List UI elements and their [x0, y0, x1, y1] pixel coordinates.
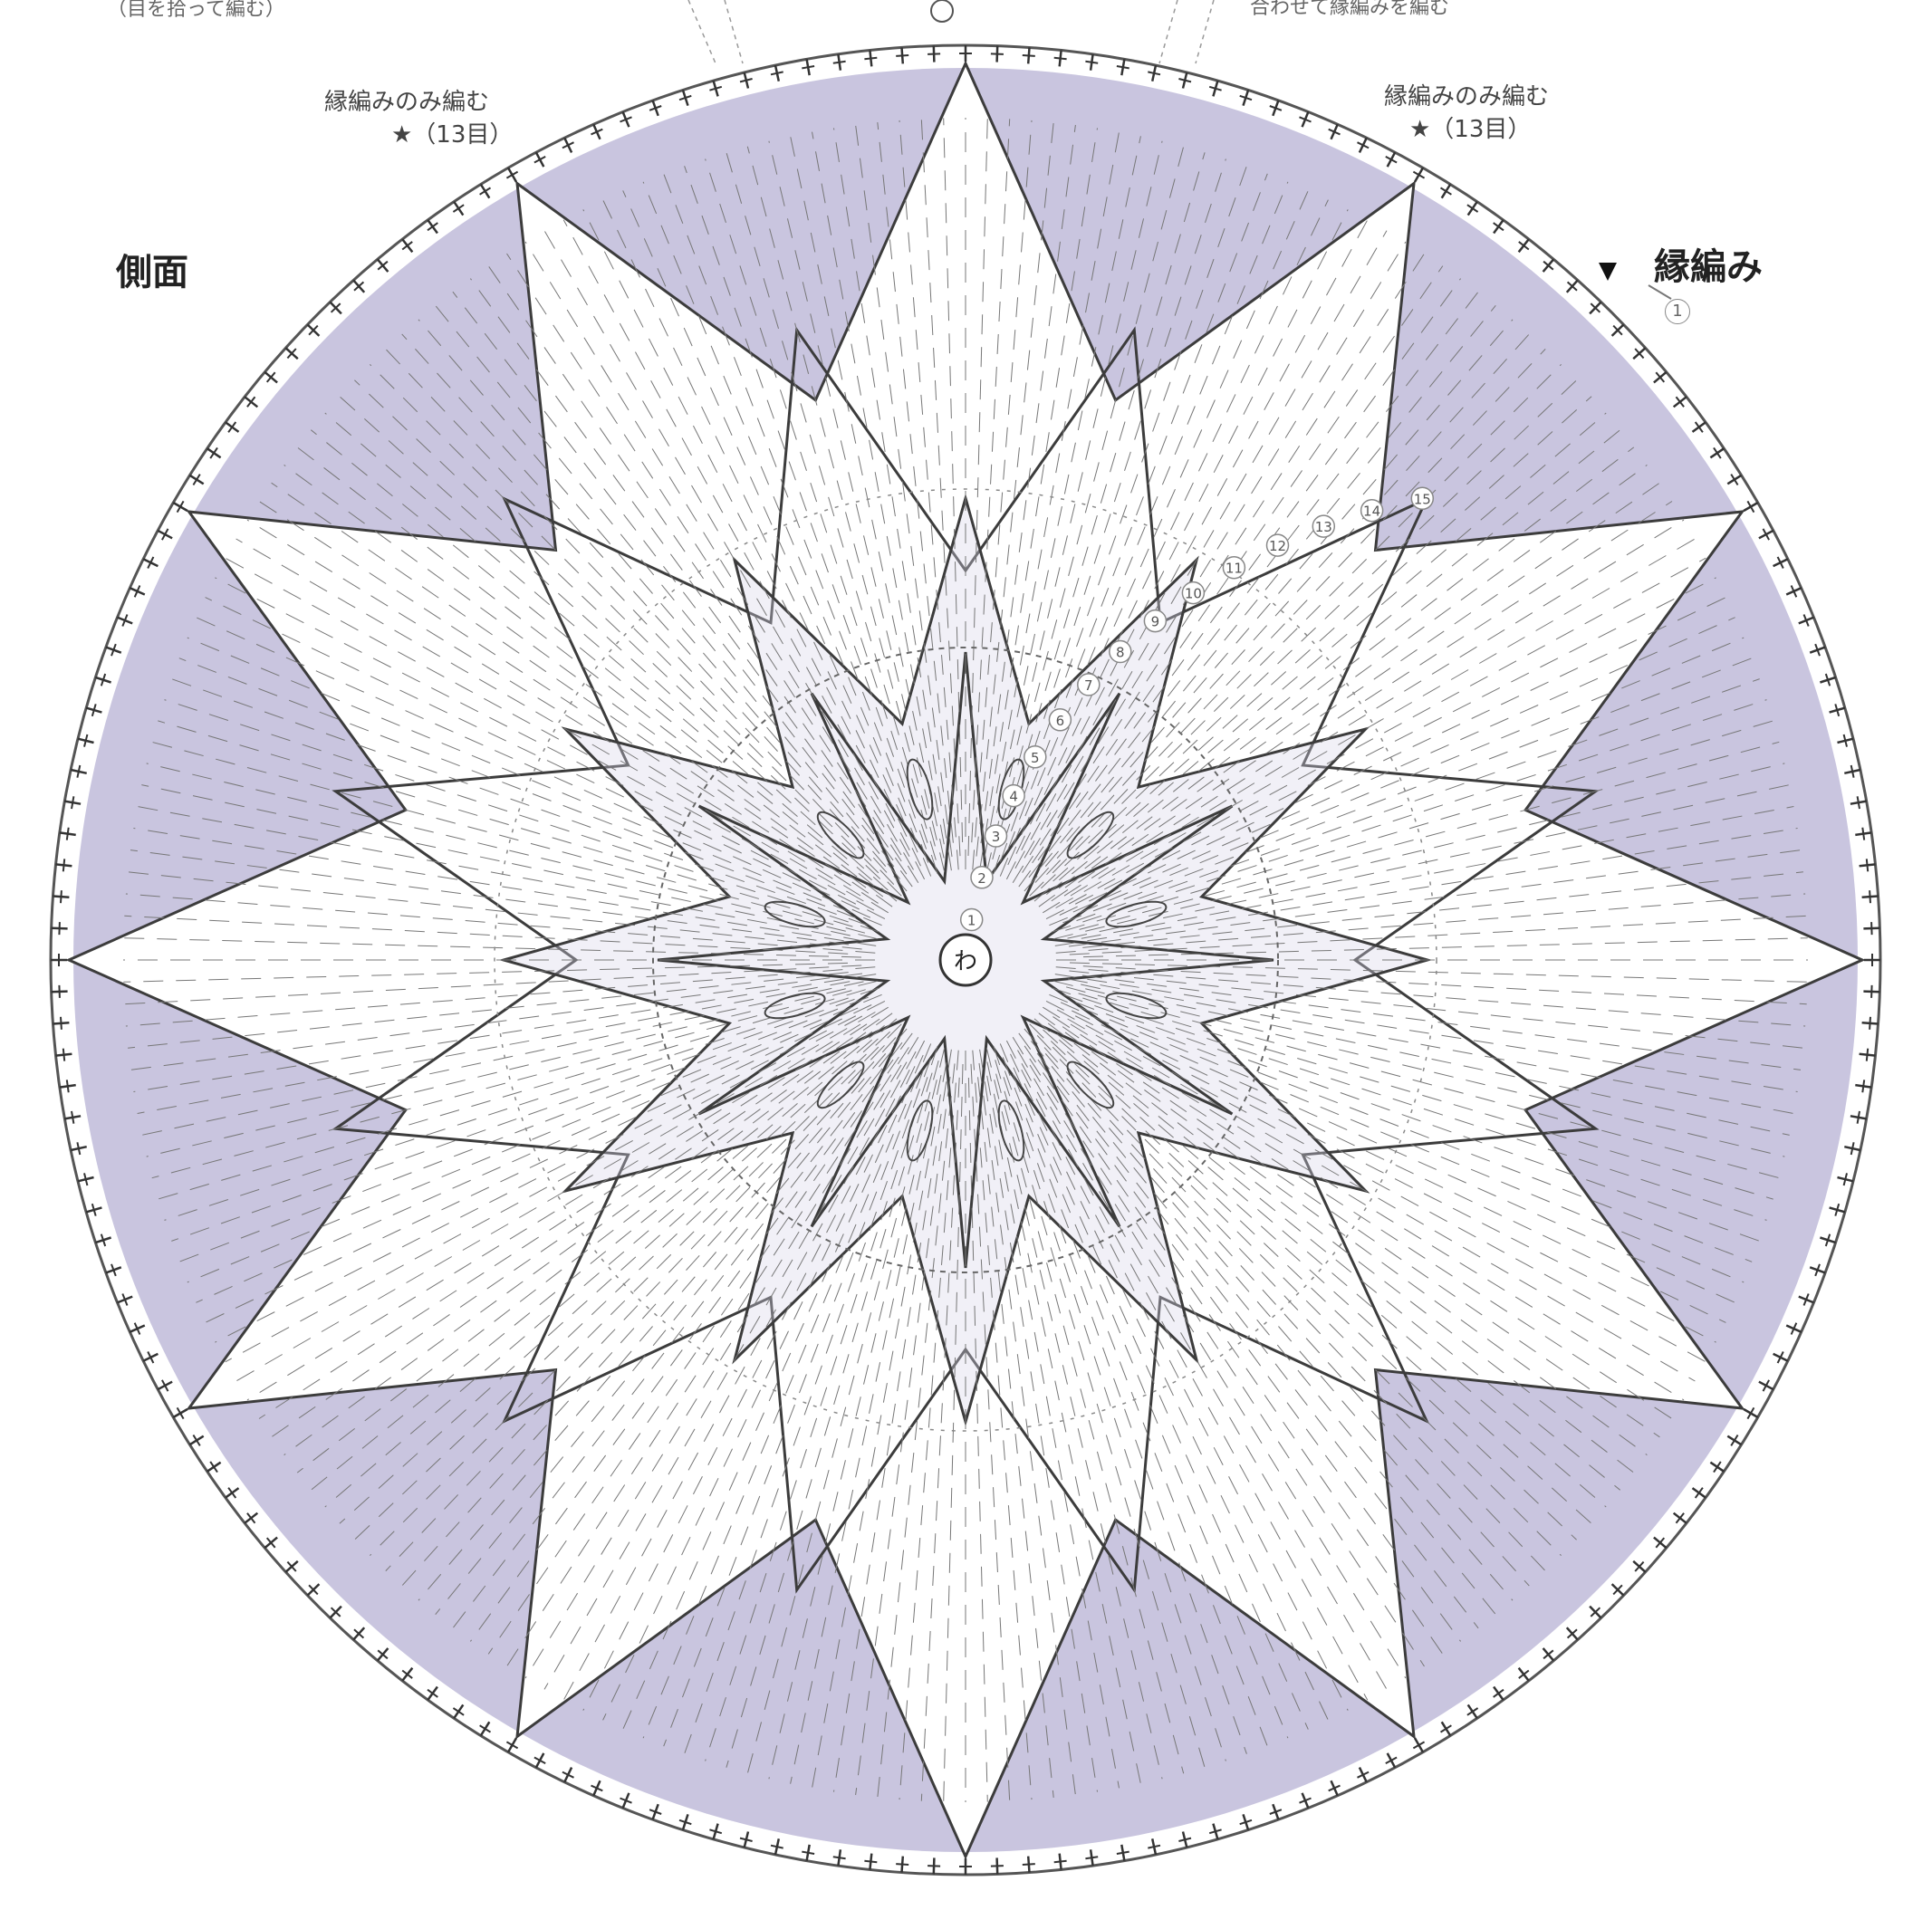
row-number-text: 5	[1031, 750, 1040, 766]
edge-stitch-bar	[771, 72, 783, 74]
edge-stitch-bar	[228, 422, 235, 432]
edge-stitch-bar	[833, 62, 846, 63]
edge-only-label-right: 縁編みのみ編む	[1384, 78, 1549, 111]
edge-stitch-bar	[928, 1866, 940, 1867]
row-number-text: 9	[1151, 614, 1160, 630]
edge-stitch-bar	[59, 922, 60, 935]
edge-stitch-bar	[480, 187, 491, 194]
start-marker-icon	[1599, 263, 1617, 281]
edge-stitch-bar	[1714, 1462, 1721, 1473]
edge-stitch-bar	[1148, 72, 1160, 74]
edge-stitch-bar	[72, 796, 73, 809]
row-number-text: 7	[1084, 677, 1093, 694]
edge-stitch-bar	[193, 475, 199, 485]
edge-stitch-bar	[63, 1049, 64, 1061]
edge-stitch-bar	[833, 1857, 846, 1858]
edge-only-label-left: 縁編みのみ編む	[324, 83, 489, 117]
edge-stitch-bar	[802, 66, 814, 68]
row-number-text: 15	[1414, 491, 1431, 507]
edge-stitch-bar	[1731, 475, 1737, 485]
edging-row-number: 1	[1665, 299, 1690, 324]
edge-stitch-bar	[67, 828, 69, 840]
edge-stitch-bar	[1862, 828, 1864, 840]
edge-stitch-bar	[210, 447, 217, 458]
row-number-text: 10	[1185, 586, 1202, 602]
row-number-text: 3	[992, 829, 1001, 845]
edge-stitch-bar	[1441, 187, 1452, 194]
edge-stitch-bar	[1871, 922, 1872, 935]
edge-stitch-bar	[1117, 1852, 1129, 1854]
edge-stitch-bar	[453, 205, 464, 212]
edge-stitch-bar	[1441, 1725, 1452, 1732]
edge-stitch-bar	[67, 1080, 69, 1092]
edge-stitch-bar	[453, 1708, 464, 1715]
edge-stitch-bar	[1023, 1864, 1035, 1865]
edge-stitch-bar	[896, 1864, 908, 1865]
edge-stitch-bar	[928, 53, 940, 54]
row-number-text: 14	[1363, 504, 1380, 520]
edge-stitch-bar	[1085, 62, 1098, 63]
edge-stitch-bar	[896, 55, 908, 56]
edge-stitch-bar	[1117, 66, 1129, 68]
edge-stitch-bar	[1696, 1488, 1703, 1498]
magic-ring-label: わ	[954, 948, 977, 975]
edge-stitch-bar	[480, 1725, 491, 1732]
edge-stitch-bar	[1867, 859, 1868, 871]
edge-stitch-bar	[1867, 1049, 1868, 1061]
row-number-text: 12	[1269, 538, 1286, 554]
stitch-count-right: ★（13目）	[1409, 110, 1531, 144]
row-number-text: 8	[1116, 645, 1125, 661]
side-section-title: 側面	[116, 243, 188, 295]
edge-stitch-bar	[991, 1866, 1004, 1867]
edge-stitch-bar	[1023, 55, 1035, 56]
edge-stitch-bar	[1085, 1857, 1098, 1858]
top-right-note: 合わせて縁編みを編む	[1250, 0, 1449, 20]
edging-section-title: 縁編み	[1654, 237, 1763, 290]
edge-stitch-bar	[77, 1142, 80, 1155]
edge-stitch-bar	[1148, 1846, 1160, 1848]
edge-stitch-bar	[1858, 796, 1860, 809]
edge-stitch-bar	[61, 1017, 62, 1030]
edge-stitch-bar	[63, 859, 64, 871]
edge-stitch-bar	[1851, 1142, 1854, 1155]
edge-stitch-bar	[428, 223, 437, 230]
row-number-text: 11	[1226, 561, 1243, 577]
edge-stitch-bar	[1862, 1080, 1864, 1092]
edge-stitch-bar	[59, 985, 60, 998]
row-number-text: 6	[1056, 713, 1065, 729]
row-number-text: 1	[967, 913, 976, 929]
edge-stitch-bar	[771, 1846, 783, 1848]
edge-stitch-bar	[1858, 1111, 1860, 1124]
edge-stitch-bar	[991, 53, 1004, 54]
edge-stitch-bar	[1467, 205, 1478, 212]
stitch-count-left: ★（13目）	[391, 116, 513, 149]
edge-stitch-bar	[802, 1852, 814, 1854]
edge-stitch-bar	[77, 765, 80, 778]
edge-stitch-bar	[193, 1435, 199, 1446]
edge-stitch-bar	[1851, 765, 1854, 778]
edge-stitch-bar	[1714, 447, 1721, 458]
edge-stitch-bar	[428, 1690, 437, 1697]
edge-stitch-bar	[1467, 1708, 1478, 1715]
row-number-text: 4	[1009, 789, 1018, 805]
top-left-note: （目を拾って編む）	[107, 0, 285, 22]
row-number-text: 2	[977, 870, 986, 887]
edge-stitch-bar	[1494, 223, 1504, 230]
row-number-text: 13	[1315, 519, 1332, 535]
edge-stitch-bar	[1731, 1435, 1737, 1446]
edge-stitch-bar	[61, 890, 62, 903]
edge-stitch-bar	[1054, 58, 1067, 59]
edge-stitch-bar	[1696, 422, 1703, 432]
edge-stitch-bar	[228, 1488, 235, 1498]
edge-stitch-bar	[864, 1861, 877, 1862]
edge-stitch-bar	[72, 1111, 73, 1124]
edge-stitch-bar	[1054, 1861, 1067, 1862]
edge-stitch-bar	[864, 58, 877, 59]
edge-stitch-bar	[210, 1462, 217, 1473]
start-ring-icon	[931, 0, 953, 22]
edge-stitch-bar	[1494, 1690, 1504, 1697]
edge-stitch-bar	[1871, 985, 1872, 998]
